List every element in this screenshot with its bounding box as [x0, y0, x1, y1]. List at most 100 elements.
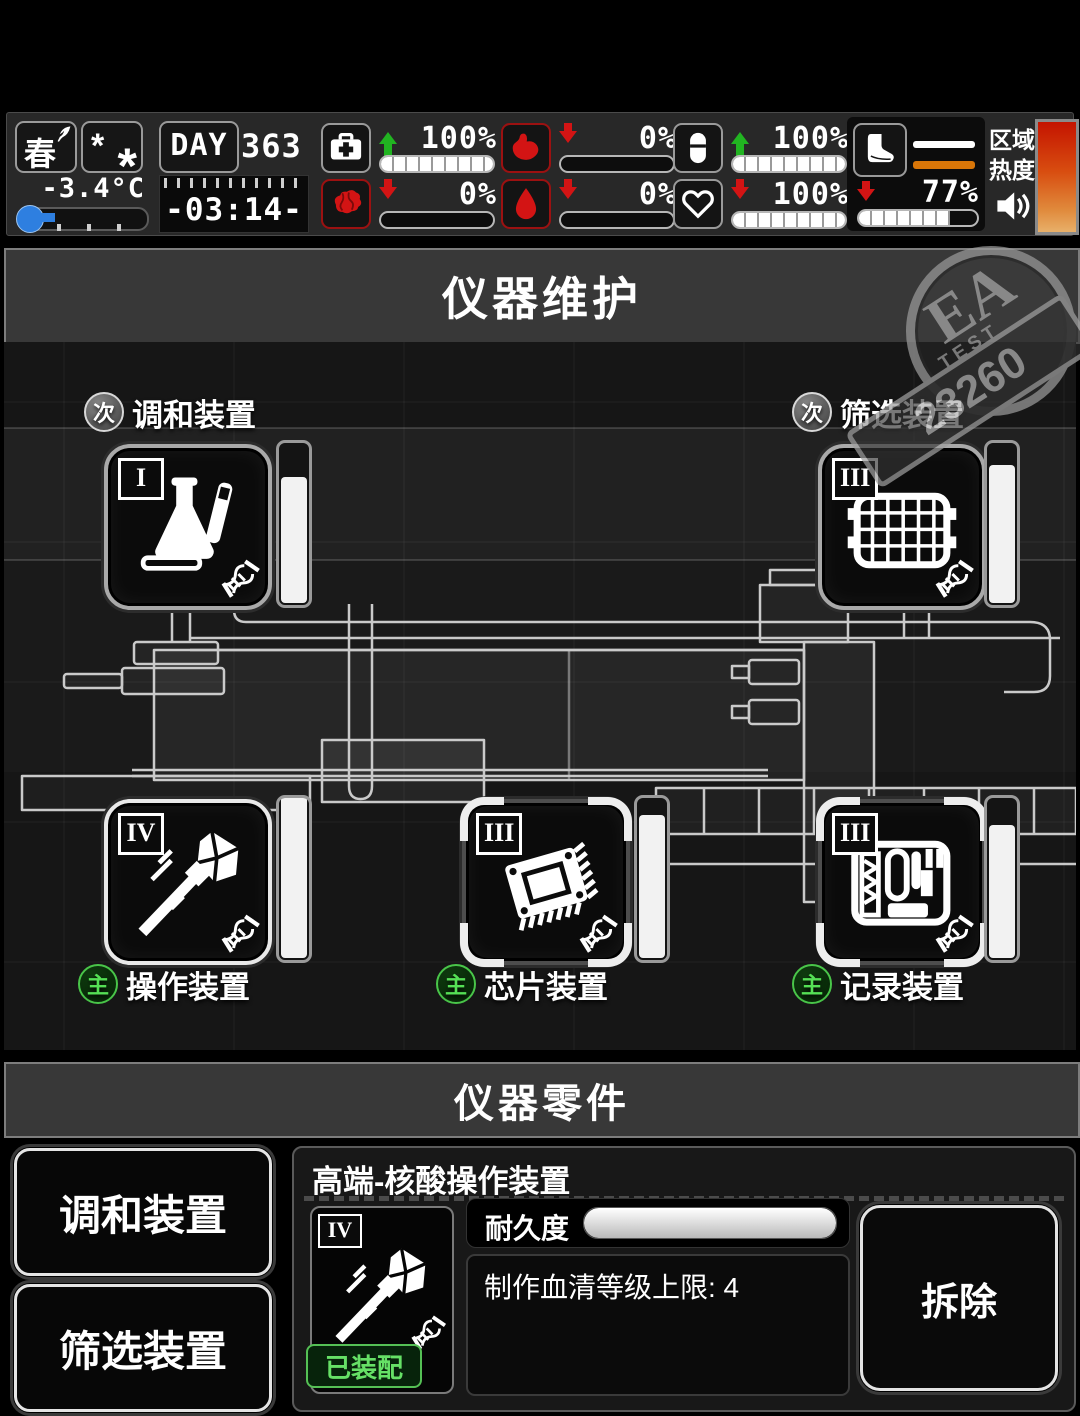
- durability-label: 耐久度: [485, 1213, 570, 1244]
- dna-icon: [935, 559, 974, 598]
- part-name: 高端-核酸操作装置: [312, 1164, 571, 1199]
- dna-icon: [579, 914, 618, 953]
- stamina-line-white: [913, 141, 975, 148]
- trend-down-icon: [559, 179, 577, 208]
- trend-down-icon: [857, 181, 875, 210]
- stat-value: 0%: [638, 121, 677, 156]
- corner-bracket: [460, 797, 504, 841]
- tier-badge: IV: [118, 813, 164, 855]
- trend-up-icon: [731, 123, 749, 156]
- foot-icon: [853, 123, 907, 177]
- feather-icon: [57, 126, 71, 142]
- snow-indicator[interactable]: * *: [81, 121, 143, 194]
- stamina-panel: 77%: [847, 117, 985, 231]
- status-bar: 春 * * -3.4°C DAY 363 -03:14- 100%: [6, 112, 1079, 236]
- stat-value: 100%: [772, 177, 849, 212]
- stamina-line-orange: [913, 161, 975, 169]
- stat-value: 0%: [458, 177, 497, 212]
- trend-down-icon: [559, 123, 577, 152]
- stamina-value: 77%: [921, 175, 979, 210]
- trend-up-icon: [379, 123, 397, 156]
- blood-drop-icon: [501, 179, 551, 229]
- stat-bar: [559, 155, 675, 173]
- temperature-readout: -3.4°C: [41, 173, 145, 204]
- part-detail-panel: 高端-核酸操作装置 IV 已装配 耐久度 制作血清等级上限: 4: [292, 1146, 1076, 1412]
- category-button-blend[interactable]: 调和装置: [14, 1148, 272, 1276]
- stat-medkit: 100%: [321, 121, 497, 175]
- remove-button[interactable]: 拆除: [860, 1205, 1058, 1391]
- stat-value: 100%: [420, 121, 497, 156]
- brain-icon: [321, 179, 371, 229]
- durability-gauge-sub-screen: [984, 440, 1020, 608]
- durability-gauge-main-operate: [276, 795, 312, 963]
- corner-bracket: [588, 797, 632, 841]
- stamina-bar: [857, 209, 979, 227]
- parts-title: 仪器零件: [454, 1082, 630, 1126]
- trend-down-icon: [731, 179, 749, 208]
- equipped-badge: 已装配: [306, 1344, 422, 1388]
- recorder-icon: [851, 840, 951, 926]
- stat-value: 100%: [772, 121, 849, 156]
- area-heat-gauge: [1035, 119, 1079, 235]
- stat-bar: [559, 211, 675, 229]
- season-label: 春: [24, 136, 57, 172]
- category-button-screen[interactable]: 筛选装置: [14, 1284, 272, 1412]
- probe-icon: [138, 831, 240, 937]
- day-value: 363: [241, 127, 302, 165]
- device-label-sub-screen: 次 筛选装置: [792, 392, 964, 433]
- tier-badge: III: [832, 813, 879, 855]
- flask-icon: [140, 477, 233, 571]
- thermometer-bulb: [16, 205, 44, 233]
- part-description: 制作血清等级上限: 4: [484, 1272, 740, 1303]
- dna-icon: [935, 914, 974, 953]
- durability-gauge-main-record: [984, 795, 1020, 963]
- device-label-main-record: 主 记录装置: [792, 964, 964, 1005]
- main-badge: 主: [436, 964, 476, 1004]
- maintenance-title-bar: 仪器维护: [4, 248, 1080, 344]
- durability-bar: [583, 1207, 837, 1239]
- device-label-main-operate: 主 操作装置: [78, 964, 250, 1005]
- durability-gauge-sub-blend: [276, 440, 312, 608]
- chip-icon: [505, 841, 599, 931]
- dna-icon: [221, 559, 260, 598]
- sub-badge: 次: [792, 392, 832, 432]
- device-tile-main-chip[interactable]: III: [460, 797, 632, 967]
- area-heat-label: 区域 热度: [989, 127, 1035, 183]
- snowflake-icon: *: [117, 138, 137, 194]
- stat-bar: [731, 155, 847, 173]
- corner-bracket: [460, 923, 504, 967]
- stat-heart: 100%: [673, 177, 849, 231]
- mesh-icon: [847, 492, 957, 569]
- dna-icon: [221, 914, 260, 953]
- clock-panel: -03:14-: [159, 175, 309, 233]
- speaker-icon[interactable]: [995, 189, 1035, 223]
- device-label-main-chip: 主 芯片装置: [436, 964, 608, 1005]
- instrument-diagram: 次 调和装置 次 筛选装置 I III: [4, 342, 1076, 1050]
- snowflake-icon: *: [91, 127, 105, 165]
- main-badge: 主: [792, 964, 832, 1004]
- device-tile-sub-blend[interactable]: I: [104, 444, 272, 610]
- sub-badge: 次: [84, 392, 124, 432]
- medkit-icon: [321, 123, 371, 173]
- part-thumbnail[interactable]: IV 已装配: [306, 1206, 454, 1394]
- main-badge: 主: [78, 964, 118, 1004]
- stat-brain: 0%: [321, 177, 497, 231]
- season-indicator[interactable]: 春: [15, 121, 77, 173]
- device-tile-main-operate[interactable]: IV: [104, 799, 272, 965]
- device-tile-sub-screen[interactable]: III: [818, 444, 986, 610]
- stat-value: 0%: [638, 177, 677, 212]
- durability-gauge-main-chip: [634, 795, 670, 963]
- trend-down-icon: [379, 179, 397, 208]
- device-label-sub-blend: 次 调和装置: [84, 392, 256, 433]
- thermometer-gauge: [16, 205, 149, 233]
- stat-pill: 100%: [673, 121, 849, 175]
- stat-bar: [379, 155, 495, 173]
- tier-badge: IV: [318, 1214, 362, 1248]
- stat-stomach: 0%: [501, 121, 677, 175]
- tier-badge: I: [118, 458, 164, 500]
- corner-bracket: [588, 923, 632, 967]
- probe-icon: [335, 1248, 427, 1343]
- stat-bar: [379, 211, 495, 229]
- device-tile-main-record[interactable]: III: [816, 797, 988, 967]
